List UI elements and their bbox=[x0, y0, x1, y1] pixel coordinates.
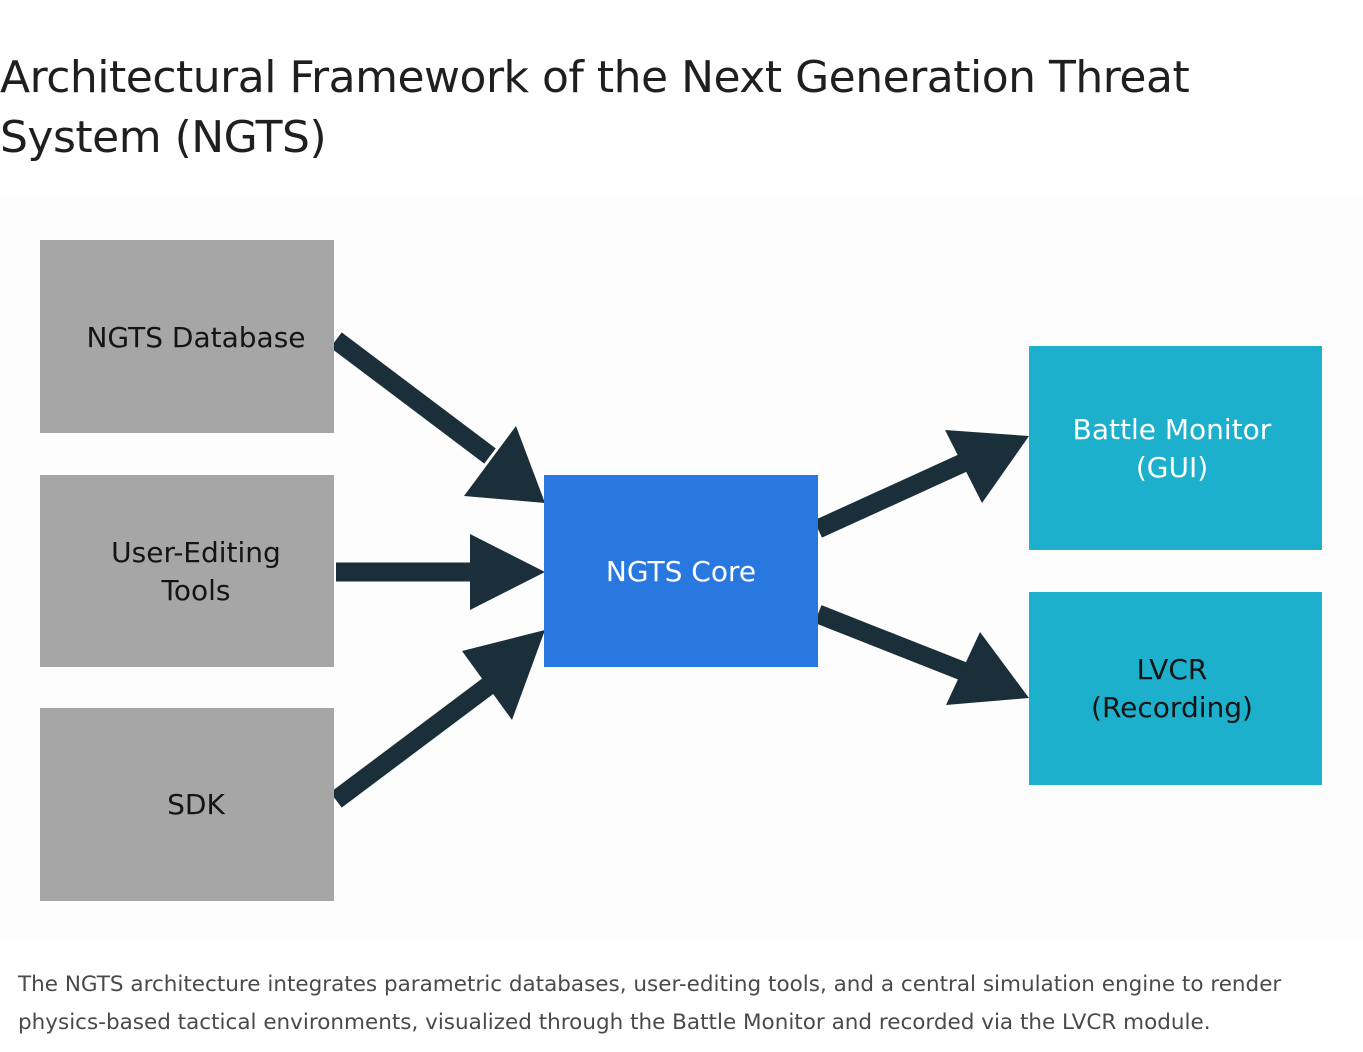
node-battle-monitor-label: Battle Monitor (GUI) bbox=[1073, 413, 1272, 484]
node-lvcr: LVCR (Recording) bbox=[1029, 592, 1322, 785]
node-core-label: NGTS Core bbox=[606, 555, 756, 588]
page-title: Architectural Framework of the Next Gene… bbox=[0, 52, 1190, 163]
node-label-line: Battle Monitor bbox=[1073, 413, 1272, 446]
edge-database-to-core bbox=[330, 332, 545, 503]
node-database: NGTS Database bbox=[40, 240, 334, 433]
node-label-line: (Recording) bbox=[1091, 691, 1253, 724]
edge-editing-tools-to-core bbox=[336, 534, 545, 610]
edges-layer bbox=[330, 332, 1029, 808]
node-database-label: NGTS Database bbox=[86, 321, 305, 354]
figure-caption: The NGTS architecture integrates paramet… bbox=[18, 972, 1282, 1035]
node-battle-monitor: Battle Monitor (GUI) bbox=[1029, 346, 1322, 550]
node-core: NGTS Core bbox=[544, 475, 818, 667]
node-label-line: Tools bbox=[161, 574, 231, 607]
node-label-line: NGTS Core bbox=[606, 555, 756, 588]
node-sdk-label: SDK bbox=[167, 788, 225, 821]
node-label-line: SDK bbox=[167, 788, 225, 821]
node-label-line: User-Editing bbox=[111, 536, 281, 569]
edge-core-to-lvcr bbox=[814, 605, 1029, 705]
node-sdk: SDK bbox=[40, 708, 334, 901]
node-lvcr-label: LVCR (Recording) bbox=[1091, 653, 1253, 724]
node-label-line: (GUI) bbox=[1136, 451, 1208, 484]
edge-core-to-battle-monitor bbox=[814, 430, 1029, 538]
node-label-line: LVCR bbox=[1137, 653, 1208, 686]
edge-sdk-to-core bbox=[330, 630, 545, 808]
node-label-line: NGTS Database bbox=[86, 321, 305, 354]
